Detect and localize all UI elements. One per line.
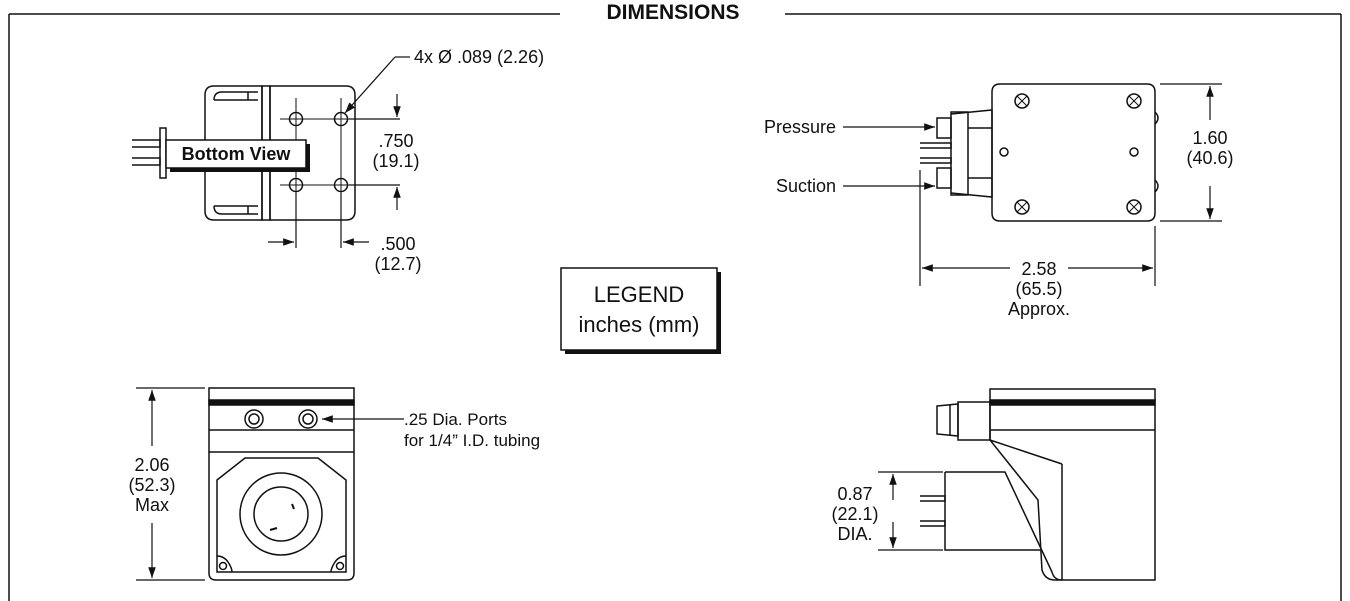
front-height-in: 2.06: [134, 455, 169, 475]
legend-title: LEGEND: [594, 282, 684, 307]
ports-line2: for 1/4” I.D. tubing: [404, 431, 540, 450]
end-diameter-dimension: [878, 471, 943, 551]
port-leaders: [843, 123, 935, 190]
bottom-view-label-box: [165, 139, 307, 169]
side-length-mm: (65.5): [1015, 279, 1062, 299]
side-view: [920, 83, 1159, 222]
ports-line1: .25 Dia. Ports: [404, 410, 507, 429]
drawing-title: DIMENSIONS: [606, 1, 739, 24]
drawing-frame: [8, 13, 1342, 601]
bottom-view: [132, 85, 356, 221]
legend-box: [560, 267, 718, 351]
side-length-note: Approx.: [1008, 299, 1070, 319]
legend-units: inches (mm): [578, 312, 699, 337]
front-view: [208, 387, 355, 581]
suction-label: Suction: [776, 176, 836, 196]
front-height-dimension: [136, 387, 205, 581]
bottom-view-label: Bottom View: [182, 144, 292, 164]
side-length-dimension: [919, 170, 1156, 286]
side-height-in: 1.60: [1192, 128, 1227, 148]
side-height-mm: (40.6): [1186, 148, 1233, 168]
hole-callout: 4x Ø .089 (2.26): [414, 47, 544, 67]
side-height-dimension: [1160, 83, 1222, 222]
front-height-mm: (52.3): [128, 475, 175, 495]
vertical-spacing-in: .750: [378, 131, 413, 151]
end-view: [920, 388, 1156, 581]
vertical-spacing-dimension: [349, 94, 401, 210]
end-diameter-in: 0.87: [837, 484, 872, 504]
front-height-note: Max: [135, 495, 169, 515]
pressure-label: Pressure: [764, 117, 836, 137]
hole-callout-leader: [344, 56, 410, 114]
end-diameter-note: DIA.: [837, 524, 872, 544]
side-length-in: 2.58: [1021, 259, 1056, 279]
horizontal-spacing-dimension: [268, 193, 369, 248]
horizontal-spacing-mm: (12.7): [374, 254, 421, 274]
end-diameter-mm: (22.1): [831, 504, 878, 524]
vertical-spacing-mm: (19.1): [372, 151, 419, 171]
horizontal-spacing-in: .500: [380, 234, 415, 254]
